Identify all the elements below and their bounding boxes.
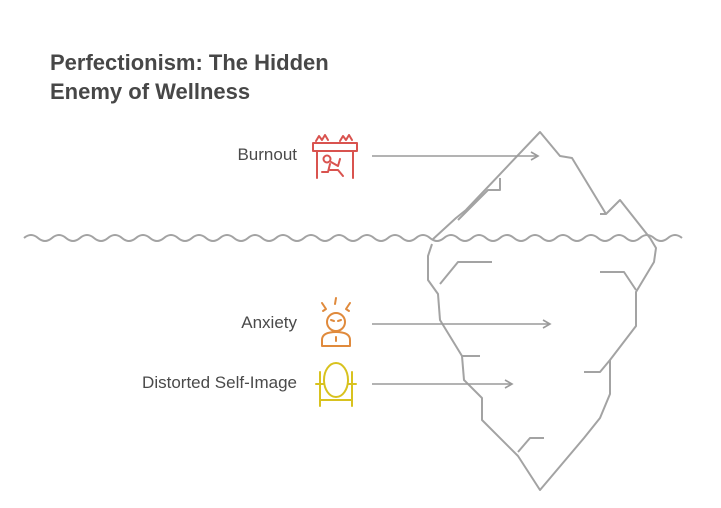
diagram-title: Perfectionism: The Hidden Enemy of Welln…	[50, 48, 329, 106]
label-distorted-self-image: Distorted Self-Image	[142, 373, 297, 392]
title-line-2: Enemy of Wellness	[50, 79, 251, 104]
mirror-icon	[315, 362, 357, 407]
burnout-fire-desk-icon	[312, 134, 358, 179]
anxious-person-icon	[321, 297, 351, 347]
title-line-1: Perfectionism: The Hidden	[50, 50, 329, 75]
iceberg-body	[427, 237, 657, 491]
water-line	[23, 234, 683, 242]
label-anxiety: Anxiety	[241, 313, 297, 332]
iceberg-tip	[431, 131, 651, 241]
label-burnout: Burnout	[237, 145, 297, 164]
